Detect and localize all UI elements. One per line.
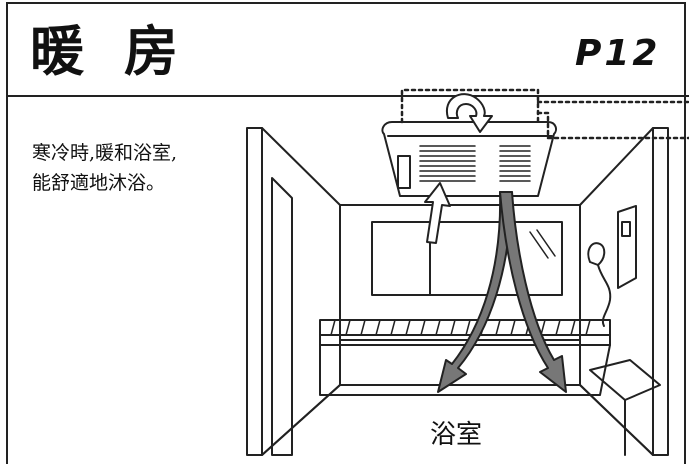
bathtub xyxy=(319,344,611,396)
page-frame xyxy=(6,2,686,464)
right-wall-edge xyxy=(652,127,669,456)
description: 寒冷時,暖和浴室, 能舒適地沐浴。 xyxy=(32,138,232,198)
warm-air-arrow-right-icon xyxy=(499,191,567,393)
window xyxy=(371,221,563,296)
control-panel xyxy=(617,205,637,289)
bath-step xyxy=(589,359,661,401)
description-line-1: 寒冷時,暖和浴室, xyxy=(32,142,178,164)
right-wall xyxy=(579,127,654,456)
left-wall xyxy=(261,127,341,456)
room-label: 浴室 xyxy=(430,420,483,450)
shower-hose xyxy=(597,264,612,327)
page-title: 暖房 xyxy=(30,20,218,83)
ceiling-cavity xyxy=(400,88,540,124)
exhaust-duct xyxy=(536,100,689,140)
left-wall-edge xyxy=(246,127,263,456)
circulation-icon xyxy=(445,93,493,133)
door xyxy=(271,177,293,456)
header-divider xyxy=(6,95,689,97)
shower-head xyxy=(587,242,606,266)
page-reference: P12 xyxy=(575,33,661,74)
ceiling-heater-unit xyxy=(381,121,557,197)
description-line-2: 能舒適地沐浴。 xyxy=(32,172,166,194)
intake-arrow-icon xyxy=(424,182,451,244)
heater-control-slot xyxy=(397,155,411,189)
